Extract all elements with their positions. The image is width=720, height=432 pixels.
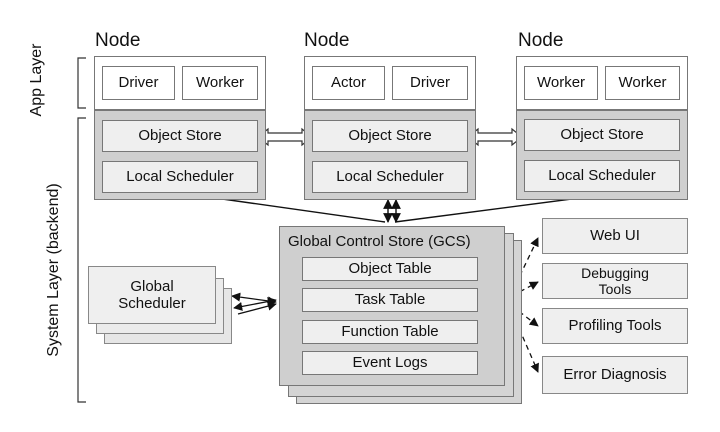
node-3-process-worker-a: Worker [524, 66, 598, 100]
app-layer-bracket [77, 57, 86, 109]
node-3-object-store: Object Store [524, 119, 680, 151]
global-scheduler-gcs-arrow-c [237, 301, 277, 315]
node-2-title: Node [304, 30, 350, 51]
gcs-function-table: Function Table [302, 320, 478, 344]
system-layer-bracket [77, 117, 86, 403]
node-2-local-scheduler: Local Scheduler [312, 161, 468, 193]
node-3-process-worker-b: Worker [605, 66, 680, 100]
node-3-local-scheduler: Local Scheduler [524, 160, 680, 192]
global-scheduler: Global Scheduler [88, 266, 216, 324]
tool-profiling: Profiling Tools [542, 308, 688, 344]
tool-web-ui: Web UI [542, 218, 688, 254]
node-1-process-worker: Worker [182, 66, 258, 100]
gcs-object-table: Object Table [302, 257, 478, 281]
node-2-object-store: Object Store [312, 120, 468, 152]
tool-debugging: Debugging Tools [542, 263, 688, 299]
global-scheduler-gcs-arrow-b [233, 297, 277, 311]
node-2-process-driver: Driver [392, 66, 468, 100]
node-1-local-scheduler: Local Scheduler [102, 161, 258, 193]
gcs-event-logs: Event Logs [302, 351, 478, 375]
gcs-title: Global Control Store (GCS) [288, 233, 471, 250]
gcs-task-table: Task Table [302, 288, 478, 312]
object-store-link-2-3 [467, 127, 523, 147]
tool-error-diagnosis: Error Diagnosis [542, 356, 688, 394]
node-1-title: Node [95, 30, 141, 51]
node-2-process-actor: Actor [312, 66, 385, 100]
node-1-process-driver: Driver [102, 66, 175, 100]
gcs-to-profiling-arrow [511, 305, 539, 327]
node-3-title: Node [518, 30, 564, 51]
node-1-object-store: Object Store [102, 120, 258, 152]
